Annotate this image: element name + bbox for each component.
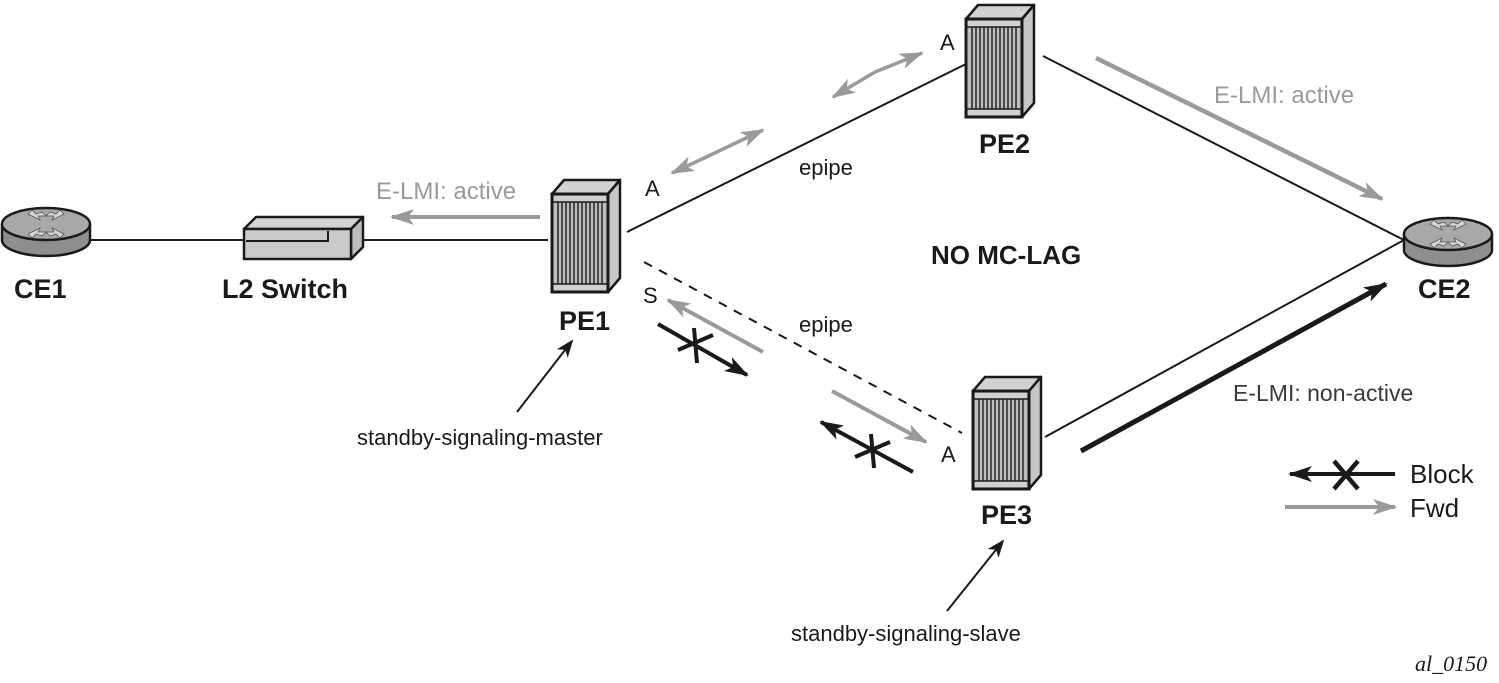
fwd-arrow-to-pe1-standby (666, 298, 764, 354)
port-label-pe2-a: A (940, 30, 955, 55)
port-label-pe1-s: S (643, 283, 658, 308)
fwd-arrow-pe1-pe2-bidir-2 (831, 51, 924, 99)
node-label-pe3: PE3 (981, 500, 1032, 530)
fwd-arrow-to-pe3 (831, 389, 928, 444)
port-label-pe1-a: A (645, 176, 660, 201)
status-label-pe1-switch: E-LMI: active (376, 178, 516, 205)
legend-block-icon (1288, 459, 1395, 491)
status-label-pe3-ce2: E-LMI: non-active (1233, 380, 1413, 406)
link-pe3-ce2 (1044, 239, 1405, 438)
block-arrow-pe3-to-pe1 (819, 420, 914, 474)
link-label-epipe-pe3: epipe (799, 312, 853, 337)
node-label-ce1: CE1 (14, 274, 67, 304)
node-label-l2-switch: L2 Switch (222, 274, 348, 304)
link-label-epipe-pe2: epipe (799, 155, 853, 180)
chassis-icon-pe1 (550, 178, 622, 294)
chassis-icon-pe3 (971, 375, 1043, 491)
router-icon-ce1 (0, 206, 92, 258)
fwd-arrow-pe2-to-ce2 (1095, 55, 1384, 202)
link-pe1-pe2-epipe (626, 63, 967, 233)
figure-id: al_0150 (1415, 651, 1487, 676)
port-label-pe3-a: A (941, 442, 956, 467)
status-label-pe2-ce2: E-LMI: active (1214, 82, 1354, 109)
node-label-ce2: CE2 (1418, 274, 1471, 304)
block-arrow-pe1-to-pe3 (657, 322, 749, 377)
diagram-title: NO MC-LAG (931, 240, 1081, 270)
legend-label-fwd: Fwd (1410, 493, 1459, 523)
node-label-pe2: PE2 (979, 129, 1030, 159)
pointer-arrow-pe3 (946, 539, 1005, 612)
link-pe2-ce2 (1042, 55, 1405, 241)
legend-label-block: Block (1410, 459, 1475, 489)
annotation-pe3-role: standby-signaling-slave (791, 621, 1021, 646)
switch-icon (242, 215, 365, 261)
node-label-pe1: PE1 (559, 306, 610, 336)
router-icon-ce2 (1402, 216, 1494, 268)
annotation-pe1-role: standby-signaling-master (357, 425, 603, 450)
pointer-arrow-pe1 (516, 339, 574, 413)
link-pe1-pe3-epipe-standby (643, 261, 963, 434)
fwd-arrow-pe1-pe2-bidir-1 (670, 128, 765, 175)
chassis-icon-pe2 (964, 3, 1036, 119)
block-arrow-pe3-to-ce2 (1079, 281, 1388, 454)
